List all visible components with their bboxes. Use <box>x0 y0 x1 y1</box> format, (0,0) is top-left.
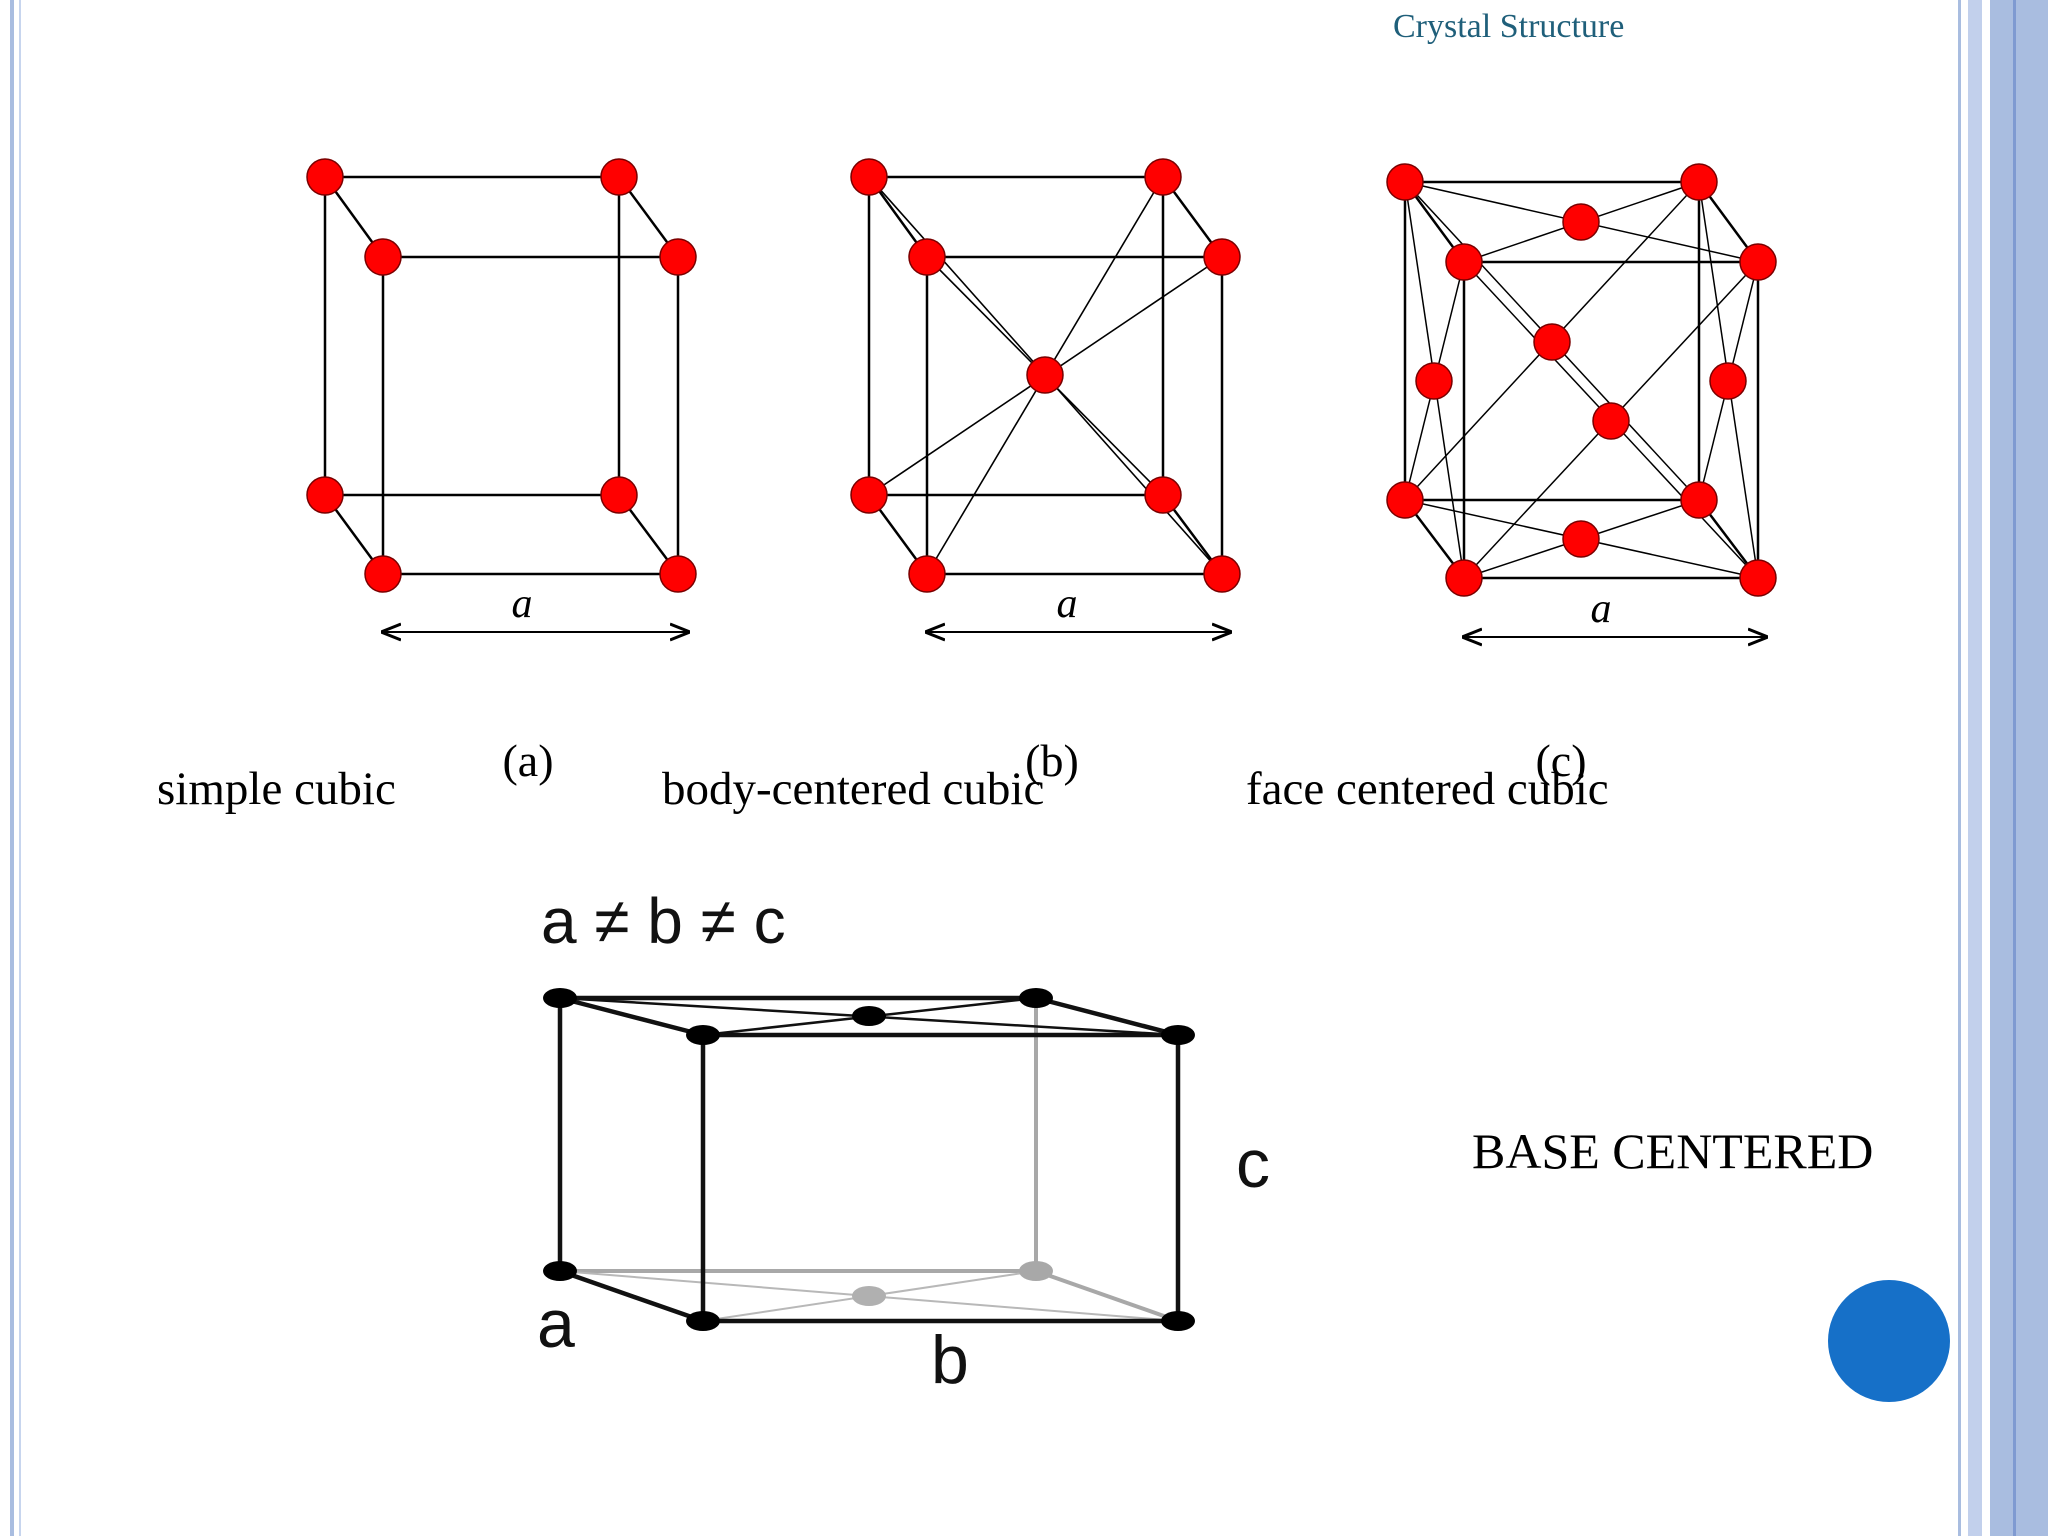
atom <box>908 238 946 276</box>
atom <box>1144 476 1182 514</box>
atom-base-center-top <box>852 1006 886 1026</box>
panel-label-c: (c) <box>1535 735 1586 786</box>
atom-face-right <box>1709 362 1747 400</box>
edge-label-a: a <box>537 1286 575 1362</box>
atom <box>306 476 344 514</box>
simple-cubic-atoms <box>306 158 697 593</box>
atom <box>1144 158 1182 196</box>
base-hidden-edges <box>560 998 1179 1323</box>
fcc-lattice <box>1403 180 1760 580</box>
atom <box>1445 243 1483 281</box>
edge-label-c: c <box>1236 1126 1270 1202</box>
atom <box>1739 559 1777 597</box>
atom <box>1680 481 1718 519</box>
fcc-atoms <box>1386 163 1777 597</box>
atom <box>659 238 697 276</box>
base-visible-edges <box>557 995 1181 1324</box>
atom <box>1203 238 1241 276</box>
right-border-thin <box>1958 0 1961 1536</box>
caption-body-centered-cubic: body-centered cubic <box>662 763 1045 815</box>
base-atoms <box>543 988 1195 1331</box>
simple-cubic-lattice <box>323 175 680 576</box>
atom <box>543 988 577 1008</box>
fcc-face-diagonals <box>1404 181 1759 579</box>
atom <box>1386 481 1424 519</box>
panel-label-a: (a) <box>502 735 553 786</box>
atom <box>306 158 344 196</box>
inequality-label: a ≠ b ≠ c <box>541 885 786 957</box>
atom <box>686 1311 720 1331</box>
atom-base-center-bottom <box>852 1286 886 1306</box>
caption-face-centered-cubic: face centered cubic <box>1246 763 1609 815</box>
atom <box>908 555 946 593</box>
atom <box>364 238 402 276</box>
atom <box>600 158 638 196</box>
atom <box>543 1261 577 1281</box>
slide-title: Crystal Structure <box>1393 8 1625 45</box>
atom <box>1019 988 1053 1008</box>
atom-face-top <box>1562 203 1600 241</box>
atom <box>1680 163 1718 201</box>
panel-label-b: (b) <box>1025 735 1079 786</box>
atom <box>1161 1311 1195 1331</box>
left-border <box>10 0 14 1536</box>
atom <box>850 158 888 196</box>
atom <box>1161 1025 1195 1045</box>
circle-nav-icon[interactable] <box>1828 1280 1950 1402</box>
bcc-atoms <box>850 158 1241 593</box>
dimension-label-b: a <box>1057 581 1078 627</box>
left-border-inner <box>19 0 21 1536</box>
atom <box>659 555 697 593</box>
caption-simple-cubic: simple cubic <box>157 763 396 815</box>
atom <box>686 1025 720 1045</box>
atom <box>1386 163 1424 201</box>
atom <box>1445 559 1483 597</box>
dimension-label-c: a <box>1591 586 1612 632</box>
atom <box>1019 1261 1053 1281</box>
bcc-lattice <box>867 175 1224 576</box>
atom-face-left <box>1415 362 1453 400</box>
atom <box>600 476 638 514</box>
atom <box>850 476 888 514</box>
right-border-thick <box>1990 0 2048 1536</box>
atom-center <box>1026 356 1064 394</box>
edge-label-b: b <box>931 1322 969 1398</box>
right-border-line <box>2013 0 2016 1536</box>
atom <box>1739 243 1777 281</box>
dimension-label-a: a <box>512 581 533 627</box>
atom <box>1203 555 1241 593</box>
atom <box>364 555 402 593</box>
atom-face-front <box>1592 402 1630 440</box>
atom-face-back <box>1533 323 1571 361</box>
caption-base-centered: BASE CENTERED <box>1472 1123 1874 1179</box>
atom-face-bottom <box>1562 520 1600 558</box>
right-border-band <box>1968 0 1982 1536</box>
